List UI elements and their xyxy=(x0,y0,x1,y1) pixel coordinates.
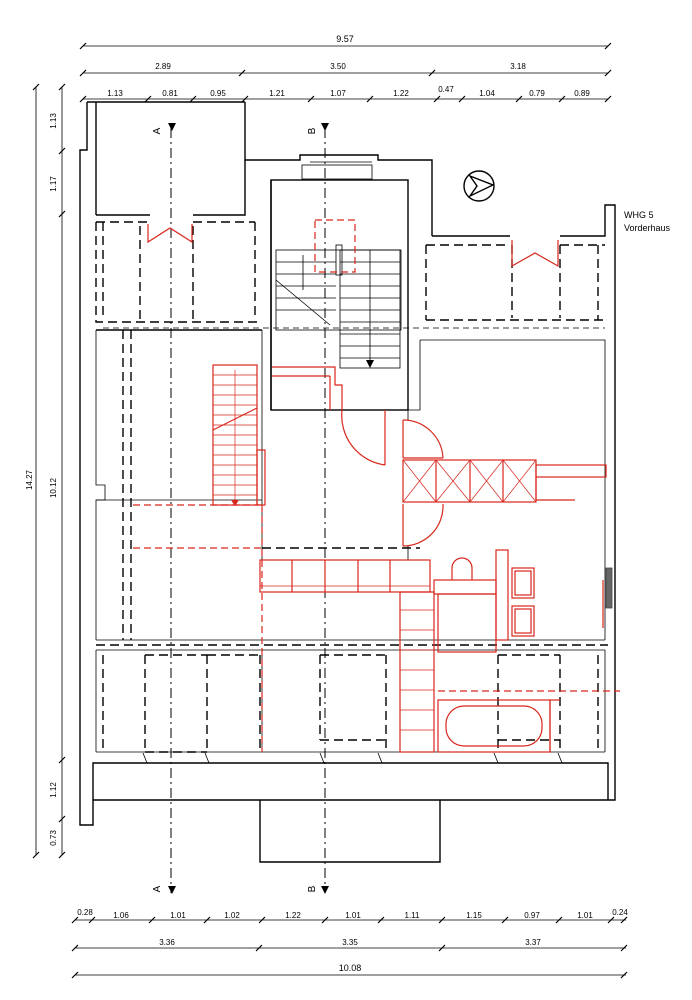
unit-label: WHG 5 Vorderhaus xyxy=(624,210,671,233)
exterior-walls xyxy=(79,101,616,863)
dashed-lines xyxy=(95,221,608,753)
dim-top-mid-2: 3.50 xyxy=(330,62,346,71)
bathroom xyxy=(399,549,620,753)
dim-top-detail-5: 1.07 xyxy=(330,89,346,98)
dim-left-detail-1: 1.13 xyxy=(49,113,58,129)
north-arrow-icon xyxy=(463,170,495,202)
section-a-top-arrow xyxy=(168,123,176,131)
window-marks xyxy=(142,752,563,764)
radiator xyxy=(605,567,613,609)
section-b-bottom-label: B xyxy=(307,885,318,892)
dim-bottom-detail-1: 0.28 xyxy=(77,908,93,917)
dim-bottom-detail-8: 1.15 xyxy=(466,911,482,920)
wardrobe-row xyxy=(402,459,607,503)
unit-label-subtitle: Vorderhaus xyxy=(624,223,671,233)
dim-top-detail-2: 0.81 xyxy=(162,89,178,98)
left-dimension-chains: 14.27 1.13 1.17 10.12 1.12 0.73 xyxy=(25,83,66,859)
door-swing-upper-right xyxy=(402,419,444,459)
bottom-dimension-chains: 0.28 1.06 1.01 1.02 1.22 1.01 1.11 1.15 … xyxy=(71,908,628,979)
interior-walls xyxy=(96,329,606,752)
dim-left-mid: 10.12 xyxy=(49,477,58,498)
dim-bottom-detail-2: 1.06 xyxy=(113,911,129,920)
dim-bottom-detail-11: 0.24 xyxy=(612,908,628,917)
dim-bottom-detail-9: 0.97 xyxy=(524,911,540,920)
dim-bottom-detail-3: 1.01 xyxy=(170,911,186,920)
dim-left-detail-2: 1.17 xyxy=(49,176,58,192)
dim-bottom-mid-1: 3.36 xyxy=(159,938,175,947)
section-a-bottom-arrow xyxy=(168,886,176,894)
dim-left-detail-4: 0.73 xyxy=(49,830,58,846)
dim-bottom-total: 10.08 xyxy=(339,963,362,973)
dormer-window-right xyxy=(511,240,559,268)
dormer-window-left xyxy=(147,224,193,244)
dim-bottom-mid-2: 3.35 xyxy=(342,938,358,947)
dim-top-mid-1: 2.89 xyxy=(155,62,171,71)
stair-core xyxy=(270,164,409,411)
internal-staircase xyxy=(212,364,266,506)
dim-bottom-detail-5: 1.22 xyxy=(285,911,301,920)
stair-treads-right xyxy=(339,249,401,369)
dim-top-detail-6: 1.22 xyxy=(393,89,409,98)
dim-bottom-detail-4: 1.02 xyxy=(224,911,240,920)
section-b-top-arrow xyxy=(321,123,329,131)
dim-bottom-detail-7: 1.11 xyxy=(405,911,421,920)
dim-bottom-detail-10: 1.01 xyxy=(577,911,593,920)
section-b-bottom-arrow xyxy=(321,886,329,894)
dim-bottom-mid-3: 3.37 xyxy=(525,938,541,947)
dim-top-detail-8: 1.04 xyxy=(479,89,495,98)
door-swing-left xyxy=(341,409,386,466)
section-axes: A B A B xyxy=(152,123,329,894)
top-dimension-chains: 9.57 2.89 3.50 3.18 1.13 0.81 0.95 1.21 … xyxy=(79,34,612,103)
dim-top-detail-7: 0.47 xyxy=(438,85,454,94)
stair-treads-left xyxy=(275,255,336,326)
dim-left-detail-3: 1.12 xyxy=(49,782,58,798)
dim-top-mid-3: 3.18 xyxy=(510,62,526,71)
new-construction xyxy=(133,219,620,753)
unit-label-title: WHG 5 xyxy=(624,210,654,220)
door-swing-lower-right xyxy=(402,503,444,547)
section-a-bottom-label: A xyxy=(152,885,163,892)
dim-bottom-detail-6: 1.01 xyxy=(345,911,361,920)
dim-top-detail-4: 1.21 xyxy=(269,89,285,98)
section-a-top-label: A xyxy=(152,127,163,134)
dim-left-total: 14.27 xyxy=(25,469,34,490)
dim-top-total: 9.57 xyxy=(336,34,354,44)
dim-top-detail-9: 0.79 xyxy=(529,89,545,98)
kitchen-counter xyxy=(259,559,431,593)
dim-top-detail-3: 0.95 xyxy=(210,89,226,98)
dim-top-detail-10: 0.89 xyxy=(574,89,590,98)
section-b-top-label: B xyxy=(307,127,318,134)
dim-top-detail-1: 1.13 xyxy=(107,89,123,98)
